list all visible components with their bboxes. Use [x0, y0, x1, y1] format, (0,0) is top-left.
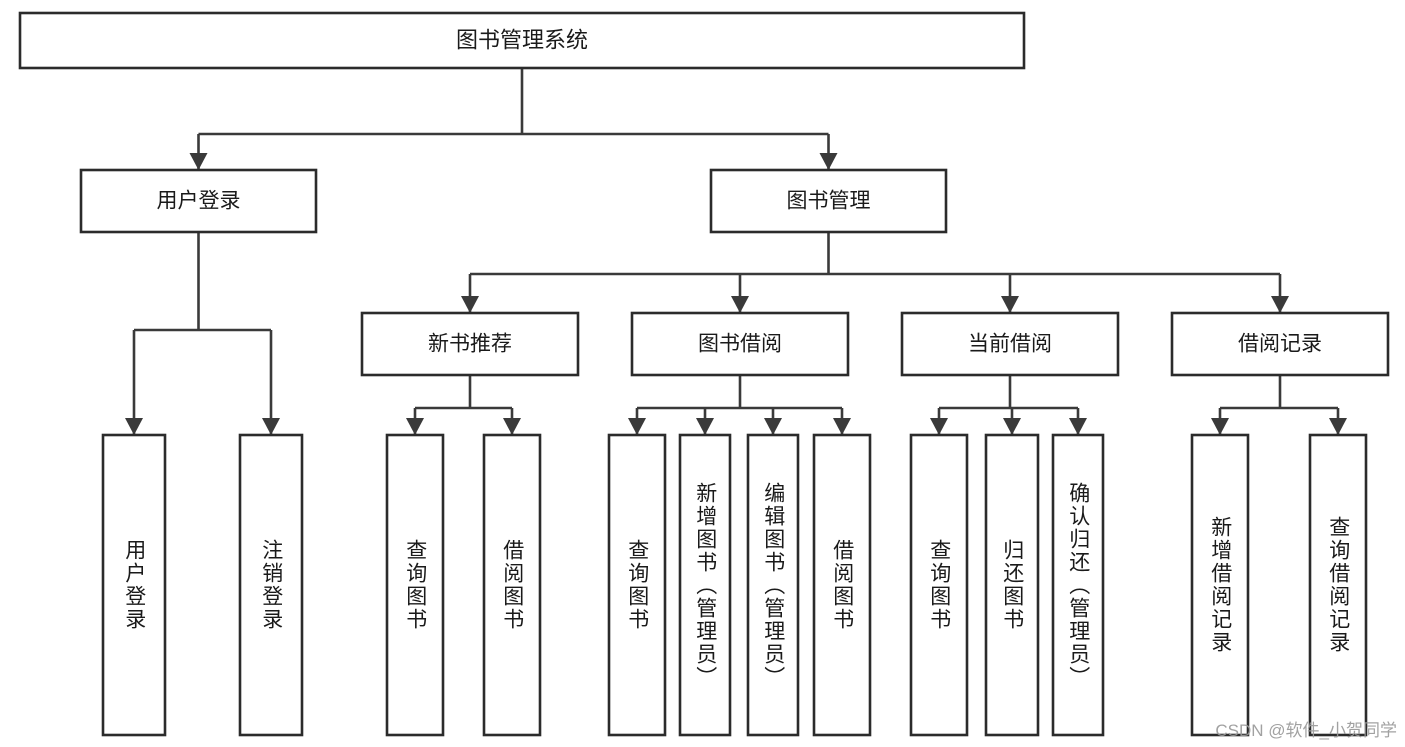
node-label-book-manage: 图书管理 [787, 190, 871, 213]
arrowhead-icon [1001, 296, 1019, 313]
node-box-current-borrow [900, 311, 1120, 377]
arrowhead-icon [406, 418, 424, 435]
connectors-layer [125, 68, 1347, 435]
leaf-box-leaf-query-book-1 [385, 433, 445, 737]
arrowhead-icon [1003, 418, 1021, 435]
node-label-new-book-recommend: 新书推荐 [428, 333, 512, 356]
node-label-borrow-record: 借阅记录 [1238, 333, 1322, 356]
node-label-book-borrow: 图书借阅 [698, 333, 782, 356]
arrowhead-icon [833, 418, 851, 435]
leaf-box-leaf-logout [238, 433, 304, 737]
node-box-borrow-record [1170, 311, 1390, 377]
arrowhead-icon [930, 418, 948, 435]
node-box-root [18, 11, 1026, 70]
node-box-user-login [79, 168, 318, 234]
boxes-layer [18, 11, 1390, 737]
arrowhead-icon [628, 418, 646, 435]
leaf-box-leaf-user-login [101, 433, 167, 737]
arrowhead-icon [461, 296, 479, 313]
leaf-box-leaf-add-book [678, 433, 732, 737]
leaf-box-leaf-borrow-book-2 [812, 433, 872, 737]
arrowhead-icon [262, 418, 280, 435]
arrowhead-icon [1069, 418, 1087, 435]
arrowhead-icon [764, 418, 782, 435]
leaf-box-leaf-add-record [1190, 433, 1250, 737]
node-box-book-manage [709, 168, 948, 234]
leaf-box-leaf-edit-book [746, 433, 800, 737]
leaf-box-leaf-return-book [984, 433, 1040, 737]
arrowhead-icon [125, 418, 143, 435]
watermark-text: CSDN @软件_小贺同学 [1215, 721, 1397, 740]
arrowhead-icon [731, 296, 749, 313]
node-label-current-borrow: 当前借阅 [968, 333, 1052, 356]
node-box-new-book-recommend [360, 311, 580, 377]
leaf-box-leaf-query-book-2 [607, 433, 667, 737]
node-label-user-login: 用户登录 [157, 190, 241, 213]
arrowhead-icon [189, 153, 208, 170]
arrowhead-icon [1329, 418, 1347, 435]
leaf-box-leaf-query-record [1308, 433, 1368, 737]
arrowhead-icon [1271, 296, 1289, 313]
node-label-root: 图书管理系统 [456, 27, 588, 52]
leaf-box-leaf-borrow-book-1 [482, 433, 542, 737]
arrowhead-icon [819, 153, 838, 170]
leaf-box-leaf-confirm-return [1051, 433, 1105, 737]
arrowhead-icon [503, 418, 521, 435]
arrowhead-icon [696, 418, 714, 435]
leaf-box-leaf-query-book-3 [909, 433, 969, 737]
arrowhead-icon [1211, 418, 1229, 435]
node-box-book-borrow [630, 311, 850, 377]
